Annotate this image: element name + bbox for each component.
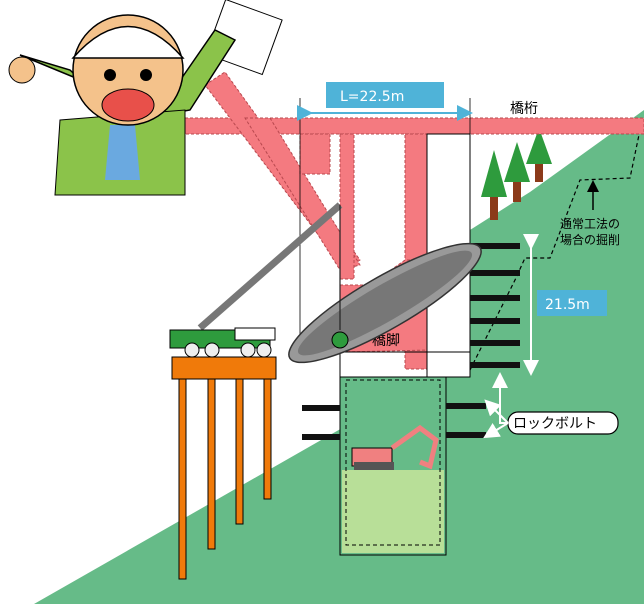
tree-icons	[481, 128, 552, 220]
hillside-ground	[34, 110, 644, 604]
rock-bolts-shaft	[302, 403, 486, 440]
excavator-icon	[351, 424, 439, 470]
normal-excavation-label-2: 場合の掘削	[560, 232, 620, 247]
rock-bolts-upper	[470, 243, 520, 368]
worker-character-icon	[8, 0, 283, 196]
span-callout	[326, 82, 444, 108]
crane-icon	[169, 202, 349, 358]
pier-label: 橋脚	[372, 333, 400, 349]
crane-platform	[171, 356, 277, 580]
height-label: 21.5m	[545, 297, 590, 313]
normal-excavation-line	[469, 129, 641, 371]
normal-excavation-label-1: 通常工法の	[560, 217, 620, 231]
height-callout	[537, 290, 607, 316]
span-label: L=22.5m	[340, 89, 404, 105]
excavation-fill	[342, 470, 444, 553]
rock-bolt-label: ロックボルト	[513, 416, 597, 432]
girder-label: 橋桁	[510, 101, 538, 117]
